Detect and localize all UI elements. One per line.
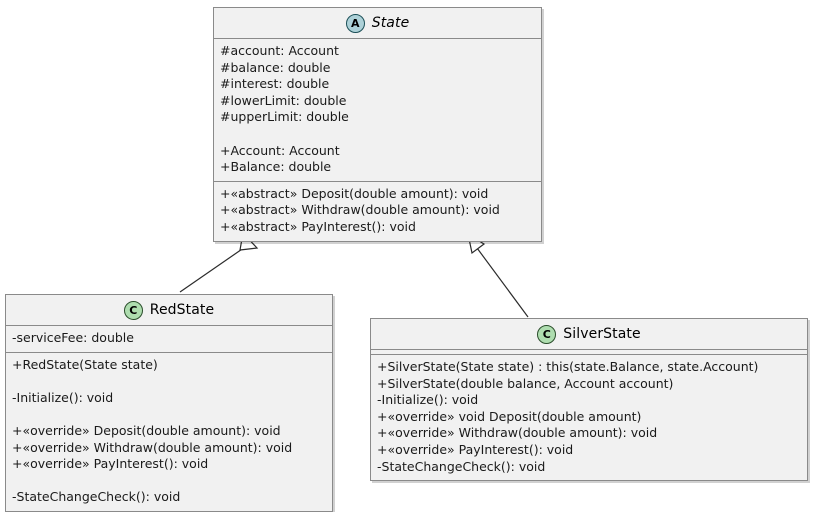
class-methods-redstate: +RedState(State state) -Initialize(): vo… — [6, 353, 332, 511]
class-attributes-state: #account: Account #balance: double #inte… — [214, 39, 541, 182]
method-row: +«override» Withdraw(double amount): voi… — [12, 439, 293, 455]
class-box-redstate[interactable]: C RedState -serviceFee: double +RedState… — [5, 294, 333, 512]
attribute-row: #lowerLimit: double — [220, 92, 347, 108]
method-spacer — [12, 406, 326, 423]
class-header-redstate: C RedState — [6, 295, 332, 326]
method-spacer — [12, 473, 326, 490]
method-row: +«override» PayInterest(): void — [12, 456, 209, 472]
class-header-silverstate: C SilverState — [371, 319, 807, 350]
class-box-state[interactable]: A State #account: Account #balance: doub… — [213, 7, 542, 242]
class-methods-silverstate: +SilverState(State state) : this(state.B… — [371, 355, 807, 480]
class-icon: C — [123, 300, 143, 320]
generalization-line-redstate-state — [179, 244, 249, 293]
method-row: +«abstract» Deposit(double amount): void — [220, 185, 489, 201]
class-name-silverstate: SilverState — [563, 326, 641, 342]
attribute-row: +Account: Account — [220, 142, 340, 158]
attribute-row: +Balance: double — [220, 159, 332, 175]
method-row: +«override» PayInterest(): void — [377, 441, 574, 457]
method-row: +«override» Deposit(double amount): void — [12, 422, 281, 438]
class-name-state: State — [371, 15, 410, 31]
method-row: +SilverState(double balance, Account acc… — [377, 375, 674, 391]
method-row: +SilverState(State state) : this(state.B… — [377, 359, 759, 374]
class-methods-state: +«abstract» Deposit(double amount): void… — [214, 182, 541, 241]
class-icon: C — [537, 324, 557, 344]
attribute-row: #balance: double — [220, 59, 331, 75]
attribute-row: #upperLimit: double — [220, 109, 349, 125]
attribute-spacer — [220, 126, 535, 143]
method-row: +«override» void Deposit(double amount) — [377, 408, 642, 424]
class-name-redstate: RedState — [149, 302, 215, 318]
generalization-line-silverstate-state — [476, 247, 529, 318]
method-row: +«override» Withdraw(double amount): voi… — [377, 425, 658, 441]
class-box-silverstate[interactable]: C SilverState +SilverState(State state) … — [370, 318, 808, 482]
attribute-row: #account: Account — [220, 43, 339, 58]
attribute-row: #interest: double — [220, 76, 330, 92]
abstract-class-icon: A — [345, 13, 365, 33]
method-row: -StateChangeCheck(): void — [12, 489, 181, 505]
method-row: -Initialize(): void — [377, 392, 479, 408]
method-row: +«abstract» PayInterest(): void — [220, 218, 416, 234]
method-row: +«abstract» Withdraw(double amount): voi… — [220, 202, 500, 218]
attribute-row: -serviceFee: double — [12, 330, 134, 345]
method-row: -Initialize(): void — [12, 389, 114, 405]
class-attributes-silverstate — [371, 350, 807, 355]
method-row: -StateChangeCheck(): void — [377, 458, 546, 474]
method-spacer — [12, 373, 326, 390]
method-row: +RedState(State state) — [12, 356, 158, 372]
class-attributes-redstate: -serviceFee: double — [6, 326, 332, 353]
class-header-state: A State — [214, 8, 541, 39]
